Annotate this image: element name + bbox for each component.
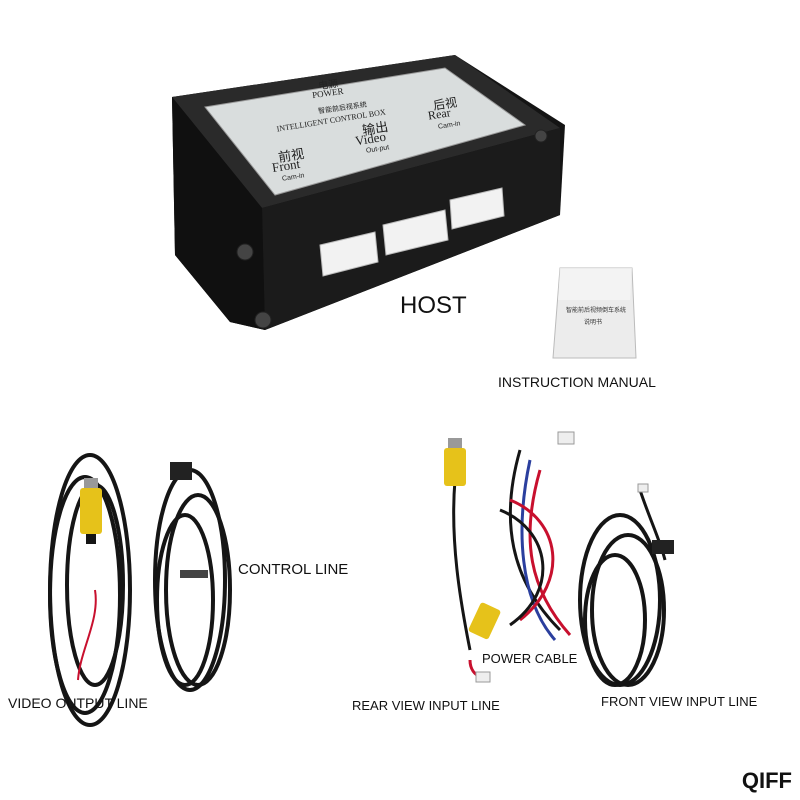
plug-connector-icon	[652, 540, 674, 554]
screw-icon	[236, 243, 254, 261]
power-cable-bundle	[452, 449, 572, 680]
host-label: HOST	[400, 292, 467, 319]
screw-icon	[534, 129, 548, 143]
screw-icon	[254, 311, 272, 329]
rca-connector-icon	[444, 438, 501, 640]
plug-connector-icon	[637, 483, 649, 493]
rca-connector-icon	[80, 478, 102, 544]
label-panel	[204, 67, 527, 196]
control-cable	[153, 468, 232, 692]
brand-watermark: QIFF	[741, 768, 792, 793]
host-box	[172, 55, 565, 330]
rear-view-input-line-label: REAR VIEW INPUT LINE	[352, 698, 500, 713]
cable-tie	[180, 570, 208, 578]
plug-connector-icon	[557, 431, 575, 445]
instruction-manual-label: INSTRUCTION MANUAL	[498, 374, 656, 390]
manual-cover-line2: 说明书	[584, 319, 603, 326]
connector-ports	[319, 187, 505, 277]
front-view-cable	[578, 489, 667, 687]
plug-connector-icon	[475, 671, 491, 683]
manual-cover-line1: 智能前后视频倒车系统	[566, 307, 627, 314]
instruction-manual-booklet	[552, 267, 637, 359]
front-view-input-line-label: FRONT VIEW INPUT LINE	[601, 694, 758, 709]
video-output-line-label: VIDEO OUTPUT LINE	[8, 695, 148, 711]
control-switch	[170, 462, 192, 480]
control-line-label: CONTROL LINE	[238, 561, 349, 578]
power-cable-label: POWER CABLE	[482, 651, 578, 666]
